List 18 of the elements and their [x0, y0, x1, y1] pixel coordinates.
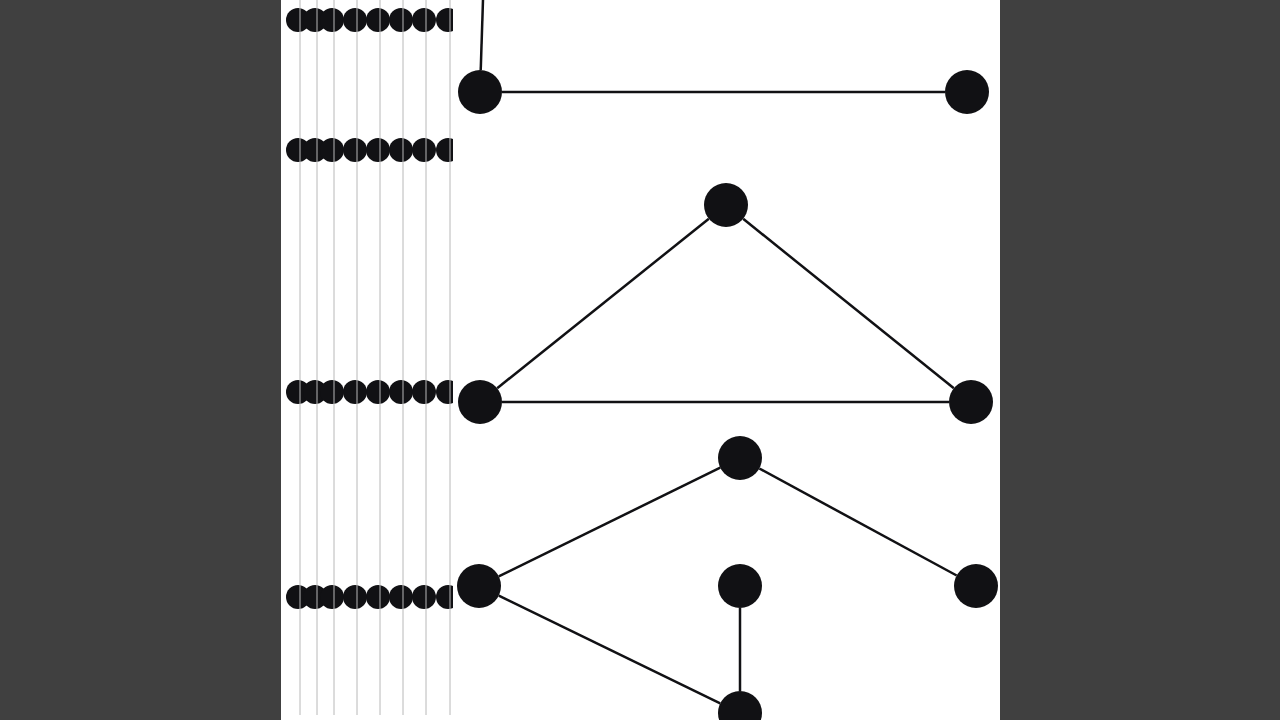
graph-vertex	[704, 183, 748, 227]
connector-line	[742, 217, 955, 390]
connector-line	[479, 0, 485, 71]
connector-line	[502, 90, 945, 94]
connector-line	[758, 467, 958, 577]
connector-line	[502, 400, 949, 404]
connector-line	[496, 217, 710, 390]
connector-line	[498, 466, 721, 578]
graph-vertex	[945, 70, 989, 114]
connector-line	[498, 594, 721, 705]
graph-vertex	[718, 564, 762, 608]
graph-vertex	[457, 564, 501, 608]
graph-vertex	[458, 380, 502, 424]
graph-vertex	[458, 70, 502, 114]
connector-line	[738, 608, 742, 691]
graph-vertex	[949, 380, 993, 424]
graph-vertex	[718, 436, 762, 480]
graph-vertex	[954, 564, 998, 608]
